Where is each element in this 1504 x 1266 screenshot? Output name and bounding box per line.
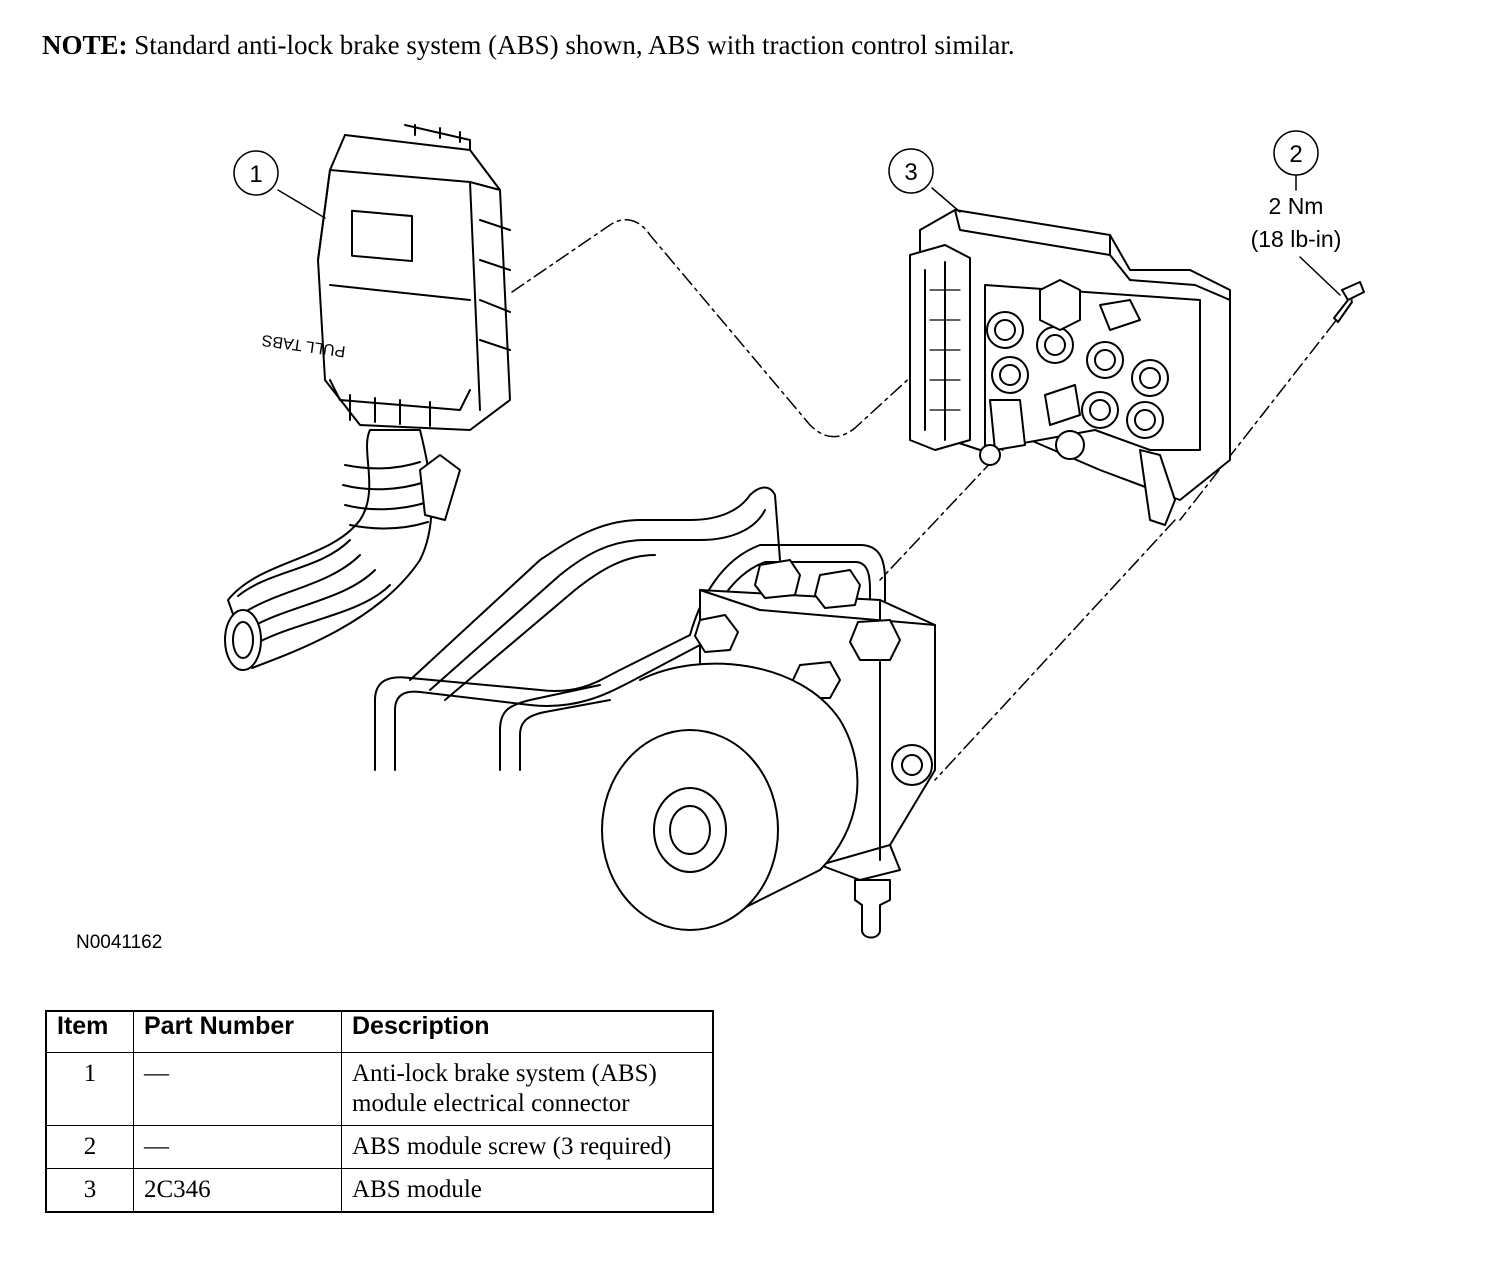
- note-label: NOTE:: [42, 30, 128, 60]
- abs-module-screw: [1333, 281, 1365, 323]
- torque-spec: 2 Nm (18 lb-in): [1236, 193, 1356, 253]
- row-description: Anti-lock brake system (ABS) module elec…: [341, 1052, 714, 1126]
- note: NOTE: Standard anti-lock brake system (A…: [42, 30, 1015, 61]
- brake-lines: [374, 486, 886, 771]
- figure-id: N0041162: [76, 932, 163, 953]
- row-part-number: —: [133, 1052, 342, 1126]
- callout-1-number: 1: [249, 161, 262, 188]
- table-header-row: Item Part Number Description: [45, 1010, 714, 1053]
- row-item: 3: [45, 1168, 134, 1213]
- table-row: 1 — Anti-lock brake system (ABS) module …: [45, 1052, 714, 1126]
- wiring-harness: [224, 429, 433, 671]
- row-item: 1: [45, 1052, 134, 1126]
- table-row: 2 — ABS module screw (3 required): [45, 1125, 714, 1169]
- torque-lbin: (18 lb-in): [1250, 226, 1342, 252]
- pump-motor: [601, 662, 859, 931]
- abs-electrical-connector: PULL TABS: [261, 124, 511, 521]
- row-part-number: 2C346: [133, 1168, 342, 1213]
- table-row: 3 2C346 ABS module: [45, 1168, 714, 1213]
- header-part-number: Part Number: [133, 1010, 342, 1053]
- row-item: 2: [45, 1125, 134, 1169]
- callout-2: 2: [1273, 130, 1341, 296]
- callout-1: 1: [233, 150, 326, 219]
- header-item: Item: [45, 1010, 134, 1053]
- parts-table: Item Part Number Description 1 — Anti-lo…: [45, 1010, 714, 1213]
- torque-nm: 2 Nm: [1268, 193, 1324, 219]
- row-description: ABS module: [341, 1168, 714, 1213]
- callout-2-number: 2: [1289, 141, 1302, 168]
- abs-module: [909, 209, 1231, 526]
- callout-3: 3: [888, 148, 961, 213]
- callout-3-number: 3: [904, 159, 917, 186]
- abs-exploded-diagram: PULL TABS: [224, 124, 1365, 939]
- header-description: Description: [341, 1010, 714, 1053]
- row-part-number: —: [133, 1125, 342, 1169]
- row-description: ABS module screw (3 required): [341, 1125, 714, 1169]
- note-text: Standard anti-lock brake system (ABS) sh…: [127, 30, 1015, 60]
